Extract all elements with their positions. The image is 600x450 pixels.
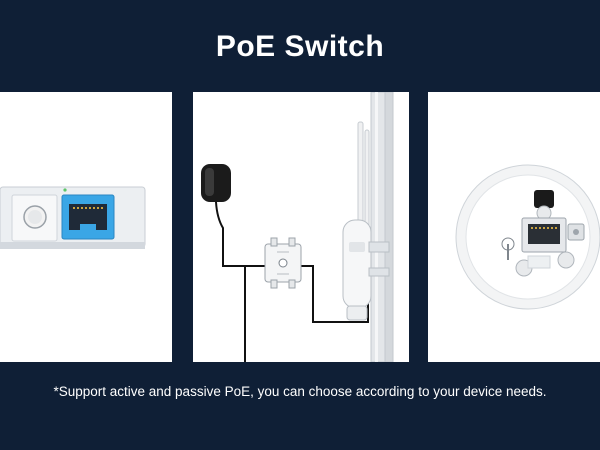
outdoor-access-point-icon	[342, 121, 390, 321]
ethernet-port-icon	[521, 217, 567, 253]
power-cable	[215, 201, 271, 267]
switch-port-image	[0, 186, 146, 249]
page-title: PoE Switch	[215, 30, 385, 63]
led-button-icon	[567, 223, 585, 241]
round-button-icon	[23, 205, 47, 229]
power-adapter-icon	[201, 164, 231, 202]
device-port-panel	[428, 92, 600, 362]
screw-hole-icon	[557, 251, 575, 269]
feature-caption: *Support active and passive PoE, you can…	[53, 384, 547, 399]
poe-injector-icon	[264, 237, 302, 289]
device-port-image	[455, 164, 600, 310]
screw-hole-icon	[534, 190, 554, 221]
ethernet-port-icon	[61, 194, 115, 240]
switch-port-panel	[0, 92, 172, 362]
status-led-icon	[63, 188, 67, 192]
installation-diagram-panel	[193, 92, 409, 362]
reset-button-icon	[501, 237, 515, 260]
installation-diagram-image	[201, 92, 394, 362]
switch-base-edge	[0, 242, 145, 249]
device-label-plate	[527, 255, 551, 269]
mounting-pole-icon	[370, 92, 394, 362]
